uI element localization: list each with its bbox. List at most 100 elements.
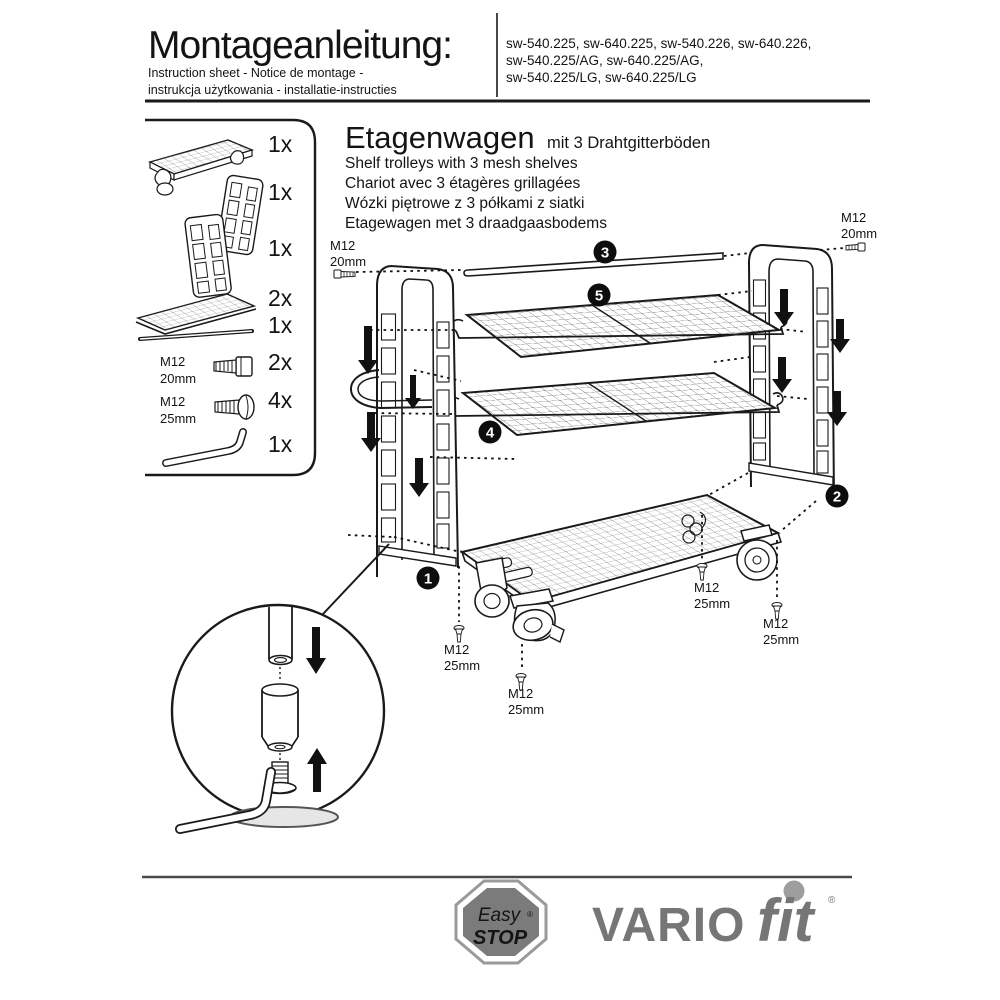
sheet-title: Montageanleitung:	[148, 24, 452, 67]
bolt-label-left: M12 20mm	[330, 238, 366, 279]
detail-tube	[268, 607, 293, 666]
part-label: 25mm	[160, 411, 196, 426]
product-code-line-2: sw-540.225/AG, sw-640.225/AG,	[506, 53, 703, 68]
part-icon-allen-key	[162, 428, 247, 467]
screw-icon	[696, 563, 708, 581]
detail-up-arrow	[307, 748, 327, 792]
part-icon-countersunk-screw	[214, 394, 255, 420]
variofit-reg-mark: ®	[828, 895, 836, 906]
translation-nl: Etagewagen met 3 draadgaasbodems	[345, 215, 607, 232]
svg-text:20mm: 20mm	[330, 254, 366, 269]
right-side-frame	[747, 243, 835, 501]
product-title-block: Etagenwagen mit 3 Drahtgitterböden Shelf…	[345, 120, 710, 232]
product-code-line-3: sw-540.225/LG, sw-640.225/LG	[506, 70, 697, 85]
step-badge-3	[593, 240, 617, 264]
lower-mesh-shelf	[446, 371, 784, 437]
step-badge-5	[587, 283, 611, 307]
translation-fr: Chariot avec 3 étagères grillagées	[345, 175, 580, 192]
part-qty: 1x	[268, 431, 293, 457]
variofit-text-fit: fit	[757, 887, 817, 954]
footer: Easy STOP ® VARIO fit ®	[142, 875, 852, 965]
screw-callout-left: M12 25mm	[444, 625, 480, 673]
svg-text:5: 5	[595, 288, 603, 305]
screw-icon	[515, 673, 527, 691]
screw-icon	[771, 602, 783, 620]
easystop-text-stop: STOP	[473, 927, 528, 949]
part-qty: 1x	[268, 131, 293, 157]
detail-down-arrow	[306, 627, 326, 674]
variofit-logo: VARIO fit ®	[592, 880, 836, 954]
svg-text:M12: M12	[841, 210, 866, 225]
assembly-arrows	[358, 289, 850, 497]
part-icon-crossbar-rod	[138, 329, 254, 341]
svg-text:M12: M12	[444, 642, 469, 657]
assembly-leader-lines	[347, 247, 845, 668]
svg-text:4: 4	[486, 425, 495, 442]
part-icon-hex-bolt	[213, 356, 253, 377]
rear-left-caster	[474, 557, 510, 618]
part-icon-side-frame-2	[184, 213, 232, 298]
screw-callout-right: M12 25mm	[763, 602, 799, 647]
step-badges: 1 2 3 4 5	[416, 240, 849, 590]
bolt-icon	[333, 269, 356, 279]
front-caster	[509, 588, 565, 643]
step-badge-4	[478, 420, 502, 444]
trolley-exploded-diagram: 1 2 3 4 5 M12 20mm M12 20mm	[330, 210, 877, 717]
variofit-dot	[783, 880, 805, 902]
svg-text:25mm: 25mm	[694, 596, 730, 611]
easystop-reg-mark: ®	[527, 910, 533, 919]
header: Montageanleitung: Instruction sheet - No…	[145, 13, 870, 103]
svg-text:20mm: 20mm	[841, 226, 877, 241]
screw-callout-center: M12 25mm	[694, 563, 730, 611]
detail-spacer	[261, 683, 299, 752]
step-badge-2	[825, 484, 849, 508]
part-label: M12	[160, 354, 185, 369]
part-qty: 2x	[268, 285, 293, 311]
assembly-detail-inset	[170, 543, 390, 834]
product-code-line-1: sw-540.225, sw-640.225, sw-540.226, sw-6…	[506, 36, 811, 51]
part-label: 20mm	[160, 371, 196, 386]
upper-mesh-shelf	[450, 293, 788, 359]
detail-allen-key	[175, 767, 276, 834]
part-qty: 4x	[268, 387, 293, 413]
translation-en: Shelf trolleys with 3 mesh shelves	[345, 155, 578, 172]
screw-callout-center-bottom: M12 25mm	[508, 673, 544, 717]
part-icon-base-platform	[148, 139, 255, 196]
variofit-text-vario: VARIO	[592, 899, 745, 952]
svg-text:25mm: 25mm	[763, 632, 799, 647]
svg-text:M12: M12	[694, 580, 719, 595]
part-icon-mesh-shelf	[135, 293, 257, 335]
step-badge-1	[416, 566, 440, 590]
base-platform	[459, 493, 783, 643]
part-qty: 1x	[268, 312, 293, 338]
svg-text:2: 2	[833, 489, 841, 506]
translation-pl: Wózki piętrowe z 3 półkami z siatki	[345, 195, 584, 212]
left-side-frame	[349, 264, 459, 577]
part-qty: 2x	[268, 349, 293, 375]
push-handle	[349, 369, 433, 410]
easystop-inner-octagon	[463, 888, 539, 956]
right-caster	[736, 524, 778, 581]
sheet-subtitle-2: instrukcja użytkowania - installatie-ins…	[148, 83, 397, 97]
svg-text:1: 1	[424, 571, 432, 588]
svg-text:25mm: 25mm	[508, 702, 544, 717]
svg-text:M12: M12	[508, 686, 533, 701]
easystop-text-easy: Easy	[478, 905, 522, 926]
product-title: Etagenwagen	[345, 120, 535, 155]
part-qty: 1x	[268, 235, 293, 261]
bolt-label-right: M12 20mm	[841, 210, 877, 252]
screw-icon	[453, 625, 465, 643]
svg-text:25mm: 25mm	[444, 658, 480, 673]
product-title-suffix: mit 3 Drahtgitterböden	[547, 134, 710, 152]
sheet-subtitle-1: Instruction sheet - Notice de montage -	[148, 66, 363, 80]
parts-box-border	[145, 118, 317, 477]
crossbar-rod	[463, 252, 724, 277]
part-label: M12	[160, 394, 185, 409]
bolt-icon	[845, 242, 866, 252]
svg-text:M12: M12	[763, 616, 788, 631]
svg-text:M12: M12	[330, 238, 355, 253]
part-qty: 1x	[268, 179, 293, 205]
svg-text:3: 3	[601, 245, 609, 262]
